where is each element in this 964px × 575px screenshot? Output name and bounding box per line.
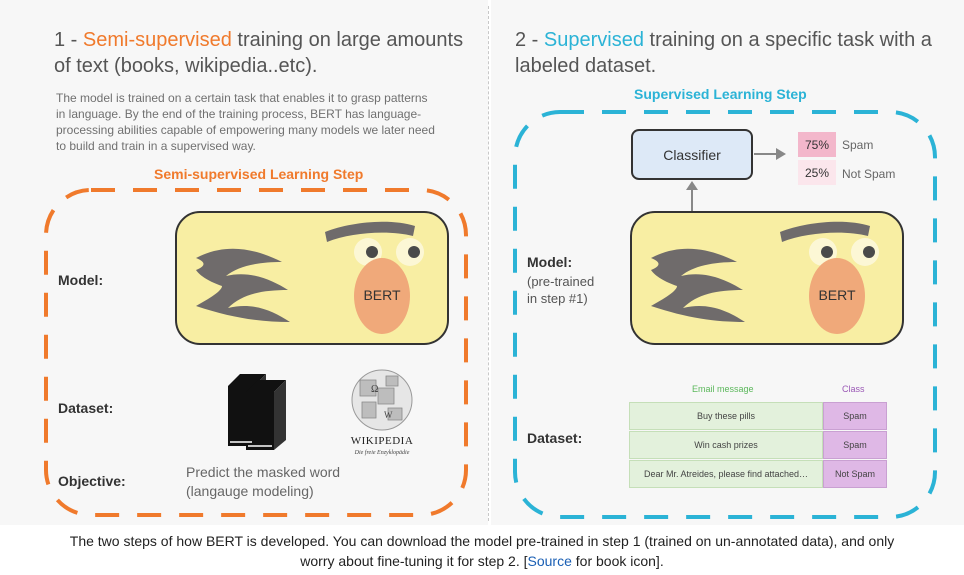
model-sublabel-2: in step #1)	[527, 291, 588, 306]
output-spam-pct: 75%	[798, 132, 836, 157]
objective-text: Predict the masked word (langauge modeli…	[186, 463, 340, 501]
wikipedia-tagline: Die freie Enzyklopädie	[354, 449, 410, 456]
semi-supervised-heading: 1 - Semi-supervised training on large am…	[54, 29, 464, 77]
bert-character-left: BERT	[175, 211, 449, 345]
objective-line-1: Predict the masked word	[186, 464, 341, 480]
arrow-icon	[686, 148, 786, 211]
right-model-label: Model:	[527, 254, 573, 270]
table-row-2-class: Spam	[823, 431, 887, 459]
output-notspam-pct: 25%	[798, 160, 836, 185]
table-row-1-message: Buy these pills	[629, 402, 823, 430]
caption-line-1: The two steps of how BERT is developed. …	[69, 533, 895, 549]
output-notspam-label: Not Spam	[842, 167, 896, 181]
bert-character-right: BERT	[630, 211, 904, 345]
left-model-label: Model:	[58, 272, 104, 288]
classifier-box: Classifier	[631, 129, 753, 180]
model-sublabel-1: (pre-trained	[527, 274, 595, 289]
supervised-frame	[513, 110, 937, 519]
wikipedia-globe-icon: Ω W Wikipedia Die freie Enzyklopädie	[351, 369, 414, 456]
left-dataset-label: Dataset:	[58, 400, 114, 416]
svg-text:Ω: Ω	[371, 384, 378, 395]
table-row-3-message: Dear Mr. Atreides, please find attached…	[629, 460, 823, 488]
bert-label-left: BERT	[363, 287, 401, 303]
table-row-2-message: Win cash prizes	[629, 431, 823, 459]
table-header-class: Class	[842, 384, 865, 394]
figure-caption: The two steps of how BERT is developed. …	[0, 531, 964, 571]
table-row-1-class: Spam	[823, 402, 887, 430]
right-dataset-label: Dataset:	[527, 430, 583, 446]
output-spam-label: Spam	[842, 138, 874, 152]
semi-supervised-frame	[44, 188, 468, 517]
semi-supervised-step-title: Semi-supervised Learning Step	[154, 166, 364, 182]
supervised-step-title: Supervised Learning Step	[634, 86, 807, 102]
caption-text-a: worry about fine-tuning it for step 2. [	[300, 553, 528, 569]
caption-line-2: worry about fine-tuning it for step 2. […	[0, 551, 964, 571]
description-text: The model is trained on a certain task t…	[56, 91, 435, 153]
left-objective-label: Objective:	[58, 473, 126, 489]
caption-text-b: for book icon].	[571, 553, 664, 569]
books-icon	[228, 374, 286, 450]
objective-line-2: (langauge modeling)	[186, 483, 314, 499]
wikipedia-wordmark: Wikipedia	[351, 435, 414, 447]
bert-label-right: BERT	[818, 287, 856, 303]
svg-text:W: W	[384, 410, 393, 420]
table-header-message: Email message	[692, 384, 754, 394]
table-row-3-class: Not Spam	[823, 460, 887, 488]
source-link[interactable]: Source	[527, 553, 572, 569]
supervised-heading: 2 - Supervised training on a specific ta…	[515, 29, 932, 77]
panel-divider	[488, 6, 489, 521]
